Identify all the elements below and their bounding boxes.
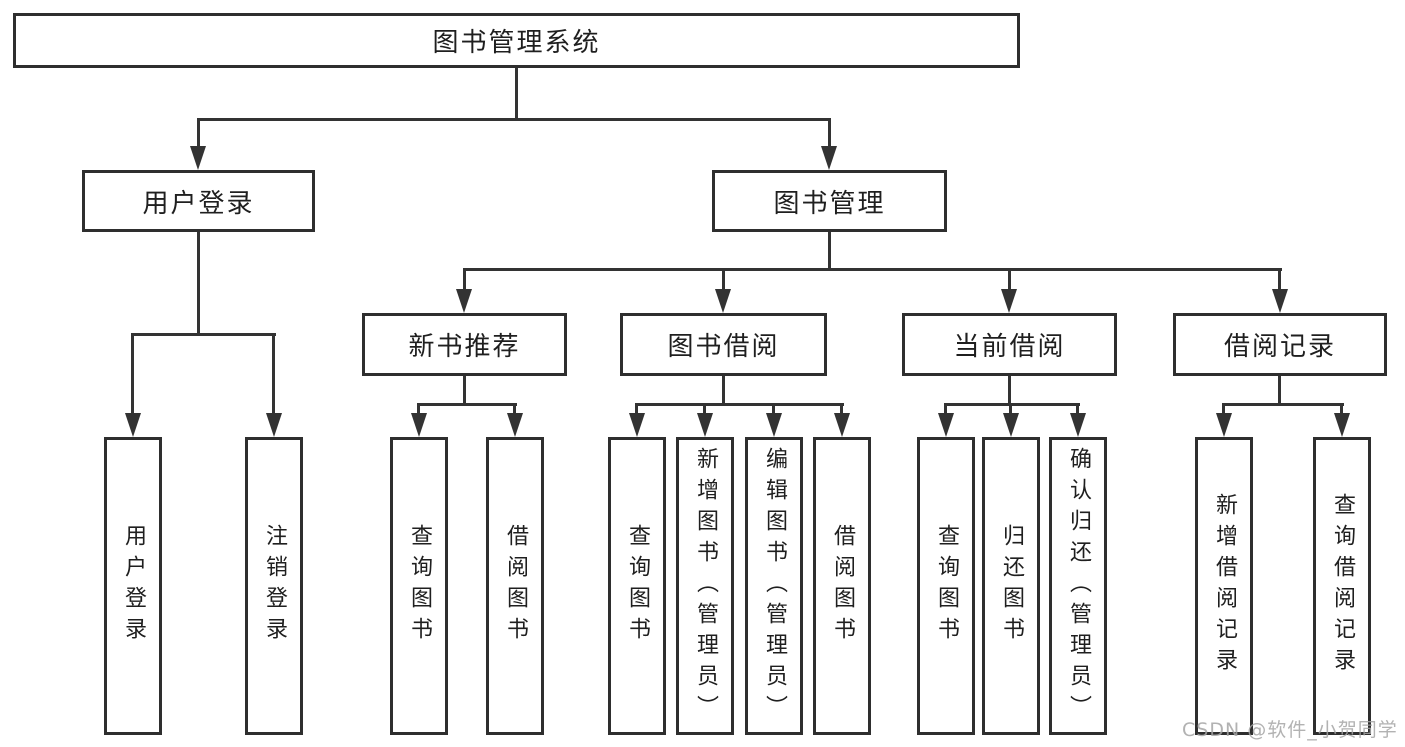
node-label: 图书借阅: [667, 332, 780, 362]
leaf-bb-query-book: 查询图书: [608, 437, 666, 735]
node-book-management: 图书管理: [712, 170, 947, 232]
node-new-book-recommend: 新书推荐: [362, 313, 567, 376]
connector-vline: [1222, 403, 1225, 417]
node-label: 查询图书: [934, 524, 959, 648]
node-root: 图书管理系统: [13, 13, 1020, 68]
connector-vline: [828, 118, 831, 150]
connector-vline: [417, 403, 420, 417]
connector-vline: [513, 403, 516, 417]
connector-hline: [944, 403, 1080, 406]
leaf-user-login: 用户登录: [104, 437, 162, 735]
node-label: 查询图书: [625, 524, 650, 648]
arrowhead-down-icon: [125, 413, 141, 437]
node-label: 图书管理系统: [432, 28, 601, 58]
connector-vline: [722, 376, 725, 406]
node-label: 新书推荐: [408, 332, 521, 362]
node-label: 借阅图书: [830, 524, 855, 648]
leaf-nbr-borrow-book: 借阅图书: [486, 437, 544, 735]
node-label: 查询图书: [407, 524, 432, 648]
connector-vline: [703, 403, 706, 417]
connector-vline: [722, 268, 725, 293]
arrowhead-down-icon: [1216, 413, 1232, 437]
arrowhead-down-icon: [190, 146, 206, 170]
leaf-logout-login: 注销登录: [245, 437, 303, 735]
connector-vline: [515, 68, 518, 119]
leaf-cb-return-book: 归还图书: [982, 437, 1040, 735]
connector-vline: [635, 403, 638, 417]
arrowhead-down-icon: [411, 413, 427, 437]
leaf-bb-add-book-admin: 新增图书（管理员）: [676, 437, 734, 735]
connector-vline: [131, 333, 134, 417]
node-label: 借阅记录: [1223, 332, 1336, 362]
node-borrow-records: 借阅记录: [1173, 313, 1387, 376]
arrowhead-down-icon: [697, 413, 713, 437]
connector-vline: [944, 403, 947, 417]
node-label: 借阅图书: [503, 524, 528, 648]
leaf-cb-confirm-return-admin: 确认归还（管理员）: [1049, 437, 1107, 735]
connector-vline: [828, 232, 831, 271]
connector-vline: [1009, 403, 1012, 417]
arrowhead-down-icon: [1001, 289, 1017, 313]
connector-vline: [197, 232, 200, 336]
leaf-bb-borrow-book: 借阅图书: [813, 437, 871, 735]
connector-hline: [131, 333, 276, 336]
csdn-watermark: CSDN @软件_小贺同学: [1182, 719, 1398, 741]
arrowhead-down-icon: [456, 289, 472, 313]
node-label: 编辑图书（管理员）: [762, 446, 787, 726]
connector-vline: [772, 403, 775, 417]
connector-vline: [1278, 268, 1281, 293]
connector-vline: [840, 403, 843, 417]
connector-hline: [463, 268, 1282, 271]
arrowhead-down-icon: [1003, 413, 1019, 437]
connector-vline: [463, 268, 466, 293]
arrowhead-down-icon: [1070, 413, 1086, 437]
arrowhead-down-icon: [507, 413, 523, 437]
arrowhead-down-icon: [834, 413, 850, 437]
connector-vline: [1008, 268, 1011, 293]
leaf-br-add-record: 新增借阅记录: [1195, 437, 1253, 735]
arrowhead-down-icon: [821, 146, 837, 170]
connector-hline: [635, 403, 844, 406]
node-label: 用户登录: [121, 524, 146, 648]
connector-vline: [463, 376, 466, 406]
connector-hline: [197, 118, 831, 121]
node-label: 注销登录: [262, 524, 287, 648]
arrowhead-down-icon: [1334, 413, 1350, 437]
arrowhead-down-icon: [938, 413, 954, 437]
connector-vline: [1340, 403, 1343, 417]
node-user-login: 用户登录: [82, 170, 315, 232]
arrowhead-down-icon: [766, 413, 782, 437]
connector-hline: [417, 403, 517, 406]
node-label: 图书管理: [773, 188, 886, 219]
leaf-br-query-record: 查询借阅记录: [1313, 437, 1371, 735]
node-label: 查询借阅记录: [1330, 493, 1355, 679]
connector-hline: [1222, 403, 1344, 406]
leaf-nbr-query-book: 查询图书: [390, 437, 448, 735]
node-book-borrow: 图书借阅: [620, 313, 827, 376]
connector-vline: [1008, 376, 1011, 406]
connector-vline: [197, 118, 200, 150]
arrowhead-down-icon: [266, 413, 282, 437]
arrowhead-down-icon: [1272, 289, 1288, 313]
node-label: 新增图书（管理员）: [693, 446, 718, 726]
connector-vline: [1076, 403, 1079, 417]
node-label: 当前借阅: [953, 332, 1066, 362]
arrowhead-down-icon: [629, 413, 645, 437]
arrowhead-down-icon: [715, 289, 731, 313]
node-label: 新增借阅记录: [1212, 493, 1237, 679]
node-current-borrow: 当前借阅: [902, 313, 1117, 376]
node-label: 归还图书: [999, 524, 1024, 648]
leaf-bb-edit-book-admin: 编辑图书（管理员）: [745, 437, 803, 735]
node-label: 确认归还（管理员）: [1066, 446, 1091, 726]
node-label: 用户登录: [142, 188, 255, 219]
connector-vline: [1278, 376, 1281, 406]
leaf-cb-query-book: 查询图书: [917, 437, 975, 735]
connector-vline: [272, 333, 275, 417]
